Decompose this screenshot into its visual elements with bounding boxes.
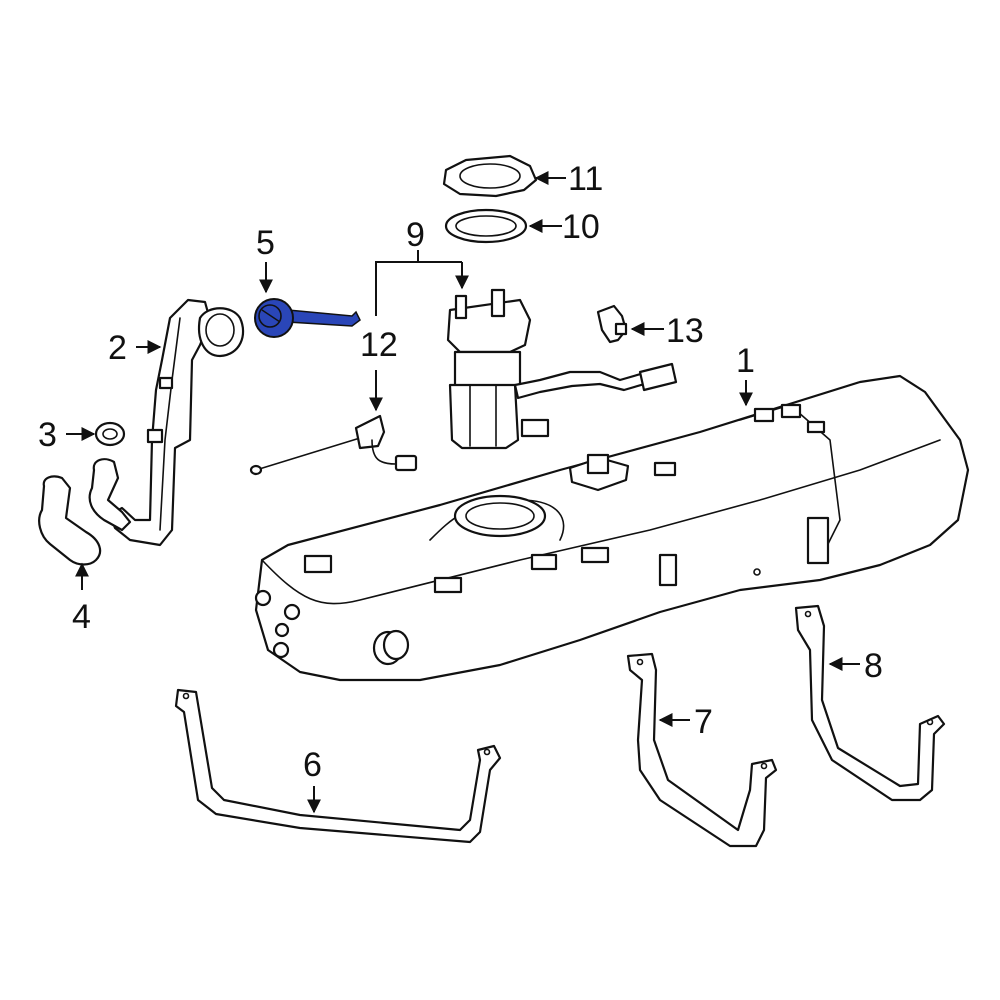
fuel-tank[interactable] <box>254 374 970 682</box>
seal-ring[interactable] <box>444 208 528 244</box>
lock-ring[interactable] <box>442 154 538 198</box>
fuel-level-sensor[interactable] <box>249 414 418 476</box>
grommet[interactable] <box>94 421 126 447</box>
hose[interactable] <box>38 458 132 566</box>
callout-9: 9 <box>406 216 425 254</box>
callout-2: 2 <box>108 329 127 367</box>
callout-7: 7 <box>694 703 713 741</box>
callout-5: 5 <box>256 224 275 262</box>
leader-lines <box>66 171 860 814</box>
callout-13: 13 <box>666 312 704 350</box>
connector[interactable] <box>596 304 628 344</box>
fuel-pump-module[interactable] <box>446 288 678 450</box>
callout-12: 12 <box>360 326 398 364</box>
callout-3: 3 <box>38 416 57 454</box>
callout-6: 6 <box>303 746 322 784</box>
filler-pipe[interactable] <box>108 298 245 547</box>
callout-1: 1 <box>736 342 755 380</box>
strap-rear-1[interactable] <box>626 652 778 848</box>
callout-10: 10 <box>562 208 600 246</box>
callout-4: 4 <box>72 598 91 636</box>
strap-front[interactable] <box>174 688 502 844</box>
callout-8: 8 <box>864 647 883 685</box>
fuel-cap[interactable] <box>254 298 361 338</box>
strap-rear-2[interactable] <box>794 604 946 802</box>
callout-11: 11 <box>568 160 603 198</box>
callout-labels: 1 2 3 4 5 6 7 8 9 10 11 12 13 <box>38 160 883 784</box>
